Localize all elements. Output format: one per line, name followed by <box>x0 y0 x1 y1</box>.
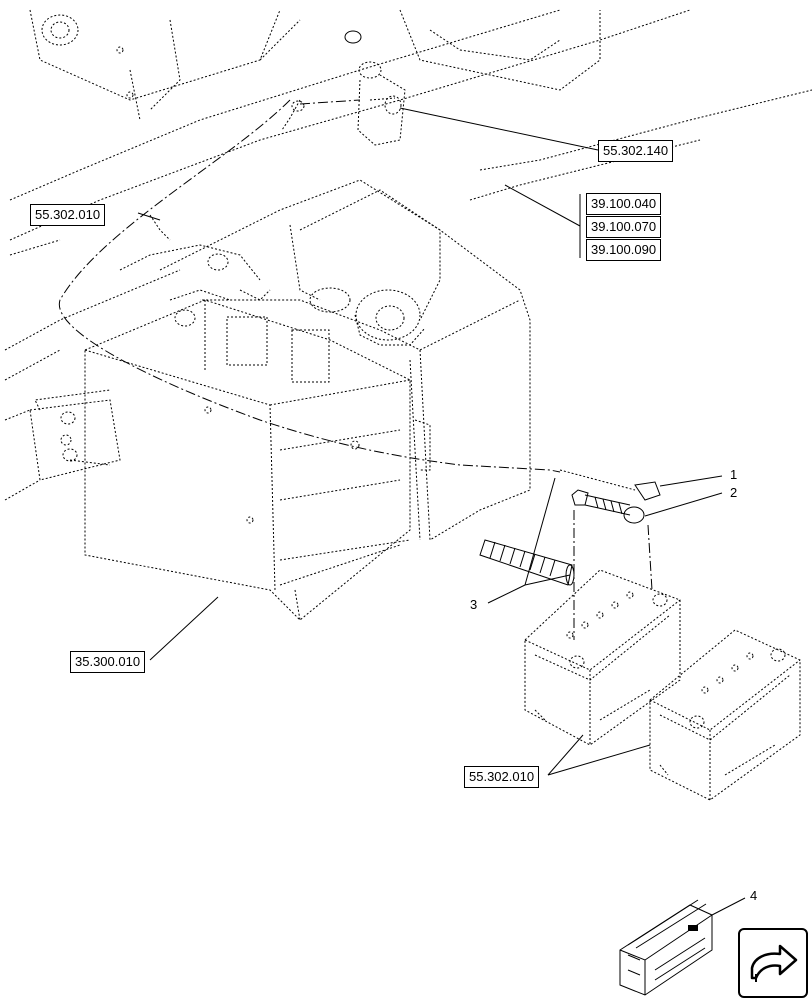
ref-callout-39-100-040[interactable]: 39.100.040 <box>586 193 662 215</box>
side-bracket <box>29 389 121 481</box>
next-page-arrow-icon <box>750 944 798 982</box>
cable-terminal-1 <box>559 469 661 501</box>
mounting-clamp <box>119 214 271 327</box>
ref-callout-55-302-010-bottom[interactable]: 55.302.010 <box>464 766 540 788</box>
item-number-2: 2 <box>730 485 738 500</box>
protective-sleeve-3 <box>479 539 575 586</box>
item-number-3: 3 <box>470 597 478 612</box>
ref-callout-55-302-010-top[interactable]: 55.302.010 <box>30 204 106 226</box>
upper-mounting-bracket <box>281 30 406 146</box>
item-number-1: 1 <box>730 467 738 482</box>
battery-1 <box>524 569 681 746</box>
ref-callout-35-300-010[interactable]: 35.300.010 <box>70 651 146 673</box>
battery-box <box>84 299 431 621</box>
leader-lines <box>137 107 746 916</box>
ref-callout-39-100-070[interactable]: 39.100.070 <box>586 216 662 238</box>
next-page-arrow-button[interactable] <box>738 928 808 998</box>
item-number-4: 4 <box>750 888 758 903</box>
kit-box-icon <box>619 899 713 996</box>
ref-callout-55-302-140[interactable]: 55.302.140 <box>598 140 674 162</box>
ref-callout-39-100-090[interactable]: 39.100.090 <box>586 239 662 261</box>
battery-cable-route <box>58 99 561 473</box>
chassis-frame <box>4 9 812 501</box>
tank-body <box>159 179 531 541</box>
battery-cable-2 <box>571 489 653 640</box>
battery-2 <box>649 629 801 801</box>
cable-to-upper-bracket <box>299 99 361 105</box>
